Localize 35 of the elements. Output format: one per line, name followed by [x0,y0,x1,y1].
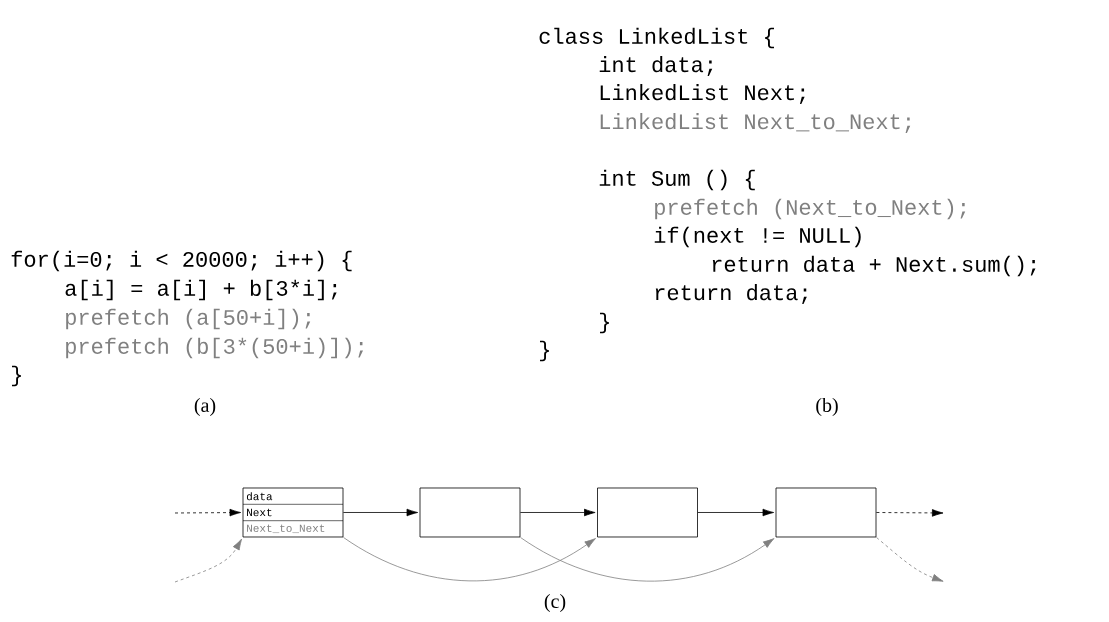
code-line: } [540,340,549,362]
code-line: return data + Next.sum(); [712,255,1036,277]
field-label: data [246,492,273,501]
code-line: class LinkedList { [539,27,774,49]
list-node-box [597,487,698,538]
list-node-box [419,487,521,538]
arrow [520,508,596,517]
code-line: prefetch (a[50+i]); [66,308,311,330]
code-line: prefetch (b[3*(50+i)]); [66,337,364,359]
list-node-box [775,487,877,538]
caption-label: (a) [194,397,216,417]
code-line: a[i] = a[i] + b[3*i]; [65,279,337,301]
code-line: for(i=0; i < 20000; i++) { [11,250,352,272]
arrow [174,508,241,517]
code-line: return data; [655,284,807,304]
arrow [520,537,775,582]
arrow [697,508,774,517]
code-line: LinkedList Next_to_Next; [600,113,911,133]
field-label: Next [247,508,272,517]
arrow [876,509,944,517]
code-line: } [12,365,21,387]
field-label: Next_to_Next [247,524,325,534]
caption-label: (b) [816,397,838,417]
list-node-box [242,487,344,538]
code-line: } [600,312,609,334]
caption-label: (c) [544,593,566,613]
arrow [876,537,944,582]
code-line: if(next != NULL) [654,226,861,248]
arrow [343,537,596,582]
code-line: int Sum () { [599,169,755,191]
code-line: LinkedList Next; [600,84,805,104]
code-line: int data; [599,56,713,76]
code-line: prefetch (Next_to_Next); [655,198,966,220]
arrow [174,538,242,583]
arrow [343,508,418,517]
